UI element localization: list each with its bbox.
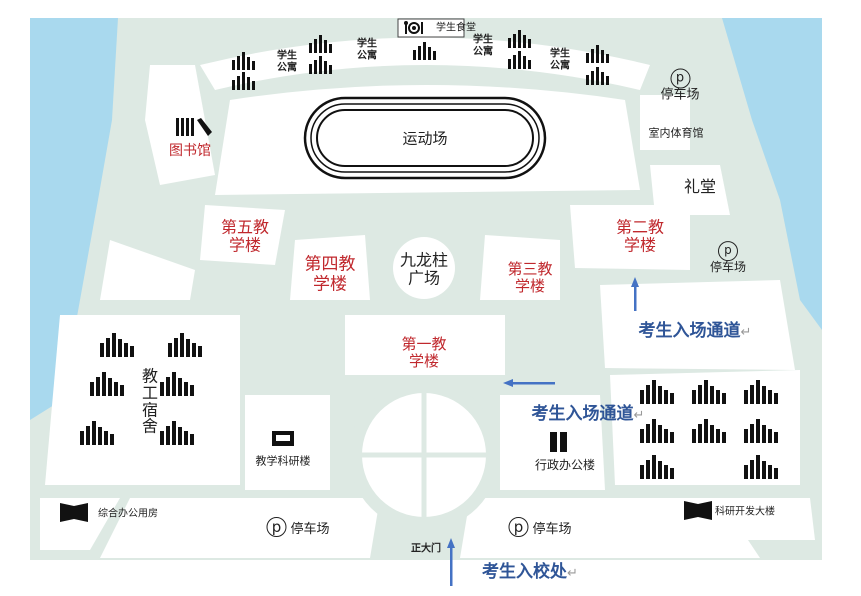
entrance-channel-east: 考生入场通道↵ <box>638 321 752 342</box>
school-entry-annotation: 考生入校处↵ <box>482 562 578 583</box>
parking-label: 停车场 <box>290 521 330 537</box>
dorm-label: 学生公寓 <box>277 50 297 74</box>
entrance-channel-center: 考生入场通道↵ <box>531 404 645 425</box>
annotation-text: 考生入场通道 <box>531 404 634 425</box>
parking-north: p 停车场 <box>660 68 700 104</box>
parking-label: 停车场 <box>660 87 700 103</box>
canteen-icon <box>404 21 423 34</box>
general-office-label: 综合办公用房 <box>98 508 158 520</box>
library-icon <box>176 118 212 136</box>
return-mark: ↵ <box>567 566 578 582</box>
school-entry-arrow <box>450 546 453 586</box>
parking-label: 停车场 <box>709 260 747 275</box>
plaza-label: 九龙柱广场 <box>399 250 448 288</box>
dorm-label: 学生公寓 <box>473 34 493 58</box>
river-right <box>722 18 822 330</box>
main-gate-label: 正大门 <box>411 543 441 555</box>
research-teaching-label: 教学科研楼 <box>255 454 311 468</box>
staff-dorm-label: 教工宿舍 <box>141 366 158 436</box>
dorm-label: 学生公寓 <box>550 48 570 72</box>
auditorium-label: 礼堂 <box>683 176 717 196</box>
parking-label: 停车场 <box>532 521 572 537</box>
parking-icon: p <box>717 241 738 262</box>
stadium-label: 运动场 <box>402 129 448 148</box>
research-teaching-icon <box>272 431 294 446</box>
return-mark: ↵ <box>740 325 752 341</box>
track <box>303 96 547 180</box>
canteen-label: 学生食堂 <box>436 22 476 34</box>
building-4-label: 第四教学楼 <box>304 254 356 294</box>
indoor-gym-label: 室内体育馆 <box>648 126 704 140</box>
annotation-text: 考生入校处 <box>482 562 568 583</box>
dorm-label: 学生公寓 <box>357 38 377 62</box>
library-label: 图书馆 <box>169 142 211 159</box>
entrance-arrow-up <box>634 285 637 311</box>
building-5-label: 第五教学楼 <box>220 217 269 255</box>
book-icon-right <box>684 501 712 520</box>
book-icon-left <box>60 503 88 522</box>
building-3-label: 第三教学楼 <box>507 259 553 295</box>
admin-icon <box>550 432 567 452</box>
river-left <box>30 18 118 420</box>
annotation-text: 考生入场通道 <box>638 321 741 342</box>
parking-icon: p <box>508 517 529 537</box>
entrance-arrow-left <box>511 382 555 385</box>
return-mark: ↵ <box>633 408 645 424</box>
parking-icon: p <box>669 68 690 89</box>
rd-building-label: 科研开发大楼 <box>715 506 775 518</box>
building-1-label: 第一教学楼 <box>401 334 447 370</box>
parking-icon: p <box>266 517 287 537</box>
parking-east: p 停车场 <box>710 241 746 275</box>
admin-label: 行政办公楼 <box>534 458 596 473</box>
building-2-label: 第二教学楼 <box>615 217 664 255</box>
